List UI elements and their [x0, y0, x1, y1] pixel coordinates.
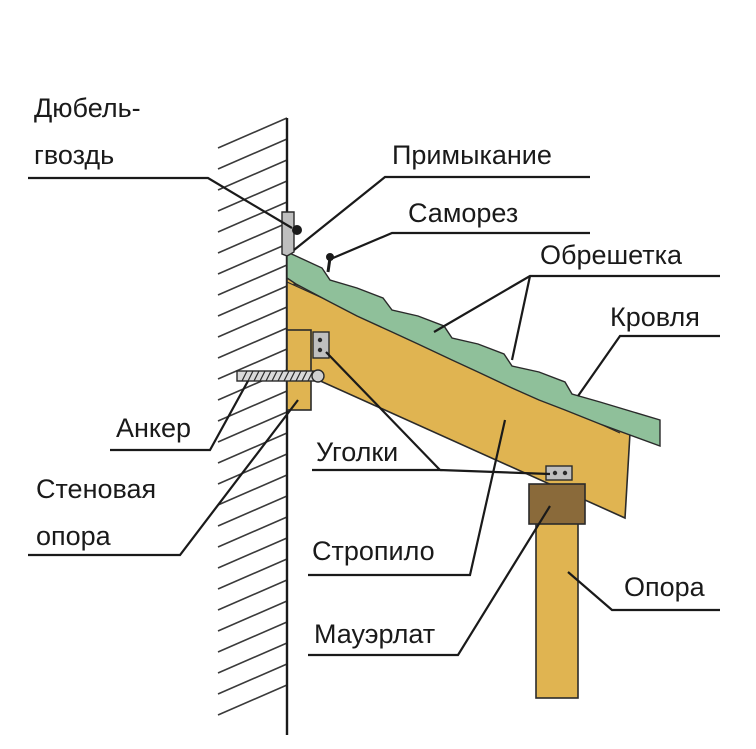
leader-junction	[293, 175, 590, 251]
wall-hatch-line	[217, 684, 288, 716]
label-post: Опора	[624, 572, 706, 602]
leader-wall-support	[28, 399, 299, 557]
anchor-thread-mark	[277, 370, 284, 382]
leader-anchor	[110, 380, 249, 452]
roofing-sheet	[286, 250, 661, 448]
wall-hatch-line	[217, 537, 288, 569]
anchor-bolt	[236, 369, 325, 383]
anchor-thread-mark	[253, 370, 260, 382]
anchor-thread-mark	[295, 370, 302, 382]
post	[535, 519, 579, 699]
leader-rafter	[308, 419, 507, 577]
wall-hatch-line	[217, 117, 288, 149]
junction-flashing	[281, 211, 295, 257]
wall-hatch-line	[217, 264, 288, 296]
label-wall-plate: Мауэрлат	[314, 619, 435, 649]
wall-hatch-line	[217, 411, 288, 443]
anchor-thread-mark	[283, 370, 290, 382]
leader-roofing	[577, 334, 720, 397]
wall-hatch-line	[217, 159, 288, 191]
label-dowel-line2: гвоздь	[34, 140, 114, 170]
anchor-thread-mark	[241, 370, 248, 382]
anchor-thread-mark	[301, 370, 308, 382]
wall-plate	[528, 483, 586, 525]
anchor-thread-mark	[259, 370, 266, 382]
anchor-thread-mark	[307, 370, 314, 382]
leader-lines	[28, 175, 720, 657]
wall-hatch-line	[217, 474, 288, 506]
wall-hatch-line	[217, 138, 288, 170]
corner-bracket-upper	[312, 331, 330, 359]
leader-wall-plate	[308, 505, 551, 657]
wall-hatch-line	[217, 558, 288, 590]
wall-hatch-line	[217, 516, 288, 548]
wall-hatching	[217, 117, 289, 735]
wall-hatch-line	[217, 327, 288, 359]
label-screw: Саморез	[408, 198, 518, 228]
screw-head	[326, 253, 334, 261]
wall-hatch-line	[217, 600, 288, 632]
anchor-thread-mark	[247, 370, 254, 382]
wall-hatch-line	[217, 306, 288, 338]
label-dowel-line1: Дюбель-	[34, 93, 141, 123]
wall-hatch-line	[217, 453, 288, 485]
wall-hatch-line	[217, 579, 288, 611]
wall-hatch-line	[217, 621, 288, 653]
label-lathing: Обрешетка	[540, 240, 683, 270]
label-wall-support-line1: Стеновая	[36, 474, 156, 504]
anchor-thread-mark	[289, 370, 296, 382]
wall-hatch-line	[217, 180, 288, 212]
wall-hatch-line	[217, 285, 288, 317]
labels: Дюбель- гвоздь Примыкание Саморез Обреше…	[34, 93, 706, 649]
label-rafter: Стропило	[312, 536, 435, 566]
label-corners: Уголки	[316, 437, 398, 467]
wall-hatch-line	[217, 222, 288, 254]
wall-hatch-line	[217, 348, 288, 380]
wall-hatch-line	[217, 243, 288, 275]
leader-lathing-b	[510, 275, 532, 361]
label-junction: Примыкание	[392, 140, 552, 170]
dowel-nail-head	[292, 225, 302, 235]
wall-hatch-line	[217, 663, 288, 695]
leader-dowel	[28, 176, 293, 229]
leader-screw	[332, 231, 590, 260]
wall-hatch-line	[217, 495, 288, 527]
anchor-thread-mark	[271, 370, 278, 382]
wall-hatch-line	[217, 201, 288, 233]
leader-post	[567, 571, 720, 612]
label-roofing: Кровля	[610, 302, 700, 332]
label-anchor: Анкер	[116, 413, 191, 443]
anchor-thread-mark	[265, 370, 272, 382]
wall-support	[286, 329, 312, 411]
wall-hatch-line	[217, 432, 288, 464]
label-wall-support-line2: опора	[36, 521, 112, 551]
wall-hatch-line	[217, 642, 288, 674]
leader-corners-b	[439, 468, 551, 476]
